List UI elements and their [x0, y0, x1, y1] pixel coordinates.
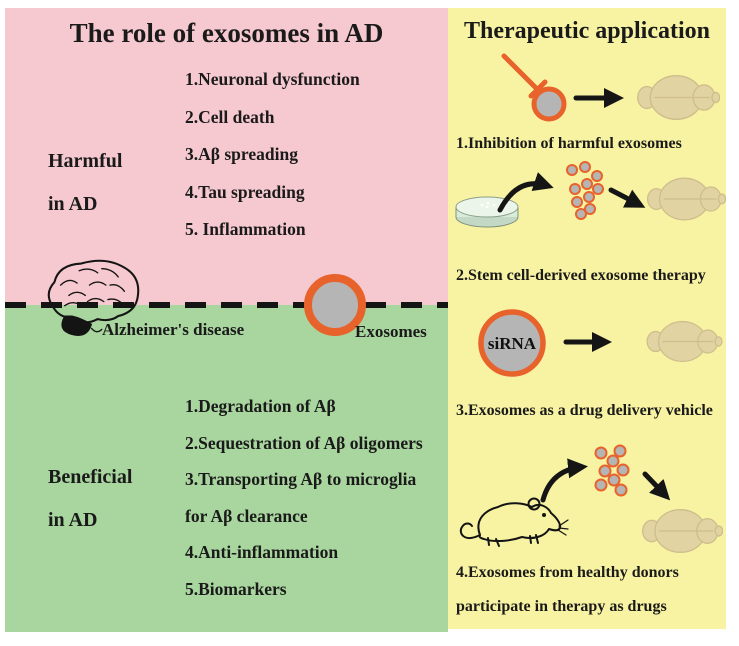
list-item: 1.Neuronal dysfunction: [185, 69, 360, 89]
therapeutic-artwork: siRNA: [455, 53, 726, 553]
therapy-item-4-label-line2: participate in therapy as drugs: [456, 598, 667, 615]
alzheimers-disease-caption: Alzheimer's disease: [102, 320, 245, 339]
harmful-label-line: Harmful: [48, 150, 123, 172]
brain-top-icon: [646, 320, 723, 363]
therapy-item-2-label: 2.Stem cell-derived exosome therapy: [456, 267, 706, 284]
harmful-label-line: in AD: [48, 193, 98, 215]
left-panel-title: The role of exosomes in AD: [69, 18, 384, 48]
beneficial-section-background: [5, 305, 448, 632]
brain-top-icon: [637, 75, 720, 120]
exosome-cluster-icon: [566, 161, 604, 220]
list-item: 2.Cell death: [185, 106, 275, 127]
harmful-in-ad-label: Harmful in AD: [48, 140, 122, 226]
role-of-exosomes-panel: The role of exosomes in AD Harmful in AD…: [5, 8, 448, 632]
exosome-icon: [304, 274, 366, 336]
list-item: 4.Tau spreading: [185, 181, 305, 202]
list-item: 5.Biomarkers: [185, 578, 287, 599]
inhibition-icon: [501, 53, 567, 122]
beneficial-label-line: Beneficial: [48, 466, 133, 488]
sirna-exosome-icon: siRNA: [478, 309, 546, 377]
brain-top-icon: [641, 509, 723, 553]
sirna-label: siRNA: [488, 334, 537, 353]
petri-dish-icon: [455, 196, 519, 228]
list-item: 4.Anti-inflammation: [185, 542, 339, 562]
therapeutic-application-panel: Therapeutic application: [448, 8, 726, 629]
beneficial-in-ad-label: Beneficial in AD: [48, 456, 132, 542]
brain-top-icon: [646, 177, 726, 221]
mouse-icon: [459, 497, 569, 547]
therapy-item-4-label-line1: 4.Exosomes from healthy donors: [456, 564, 679, 581]
arrow-icon: [608, 187, 646, 208]
arrow-icon: [642, 471, 671, 501]
list-item: 5. Inflammation: [185, 219, 306, 239]
curved-arrow-icon: [497, 172, 554, 213]
therapy-item-1-label: 1.Inhibition of harmful exosomes: [456, 135, 682, 152]
beneficial-effects-list: 1.Degradation of Aβ 2.Sequestration of A…: [185, 388, 423, 607]
beneficial-label-line: in AD: [48, 509, 98, 531]
right-panel-title: Therapeutic application: [463, 18, 710, 44]
harmful-section-background: [5, 8, 448, 305]
brain-side-icon: [47, 259, 140, 336]
list-item: 3.Aβ spreading: [185, 144, 298, 164]
exosomes-caption: Exosomes: [355, 322, 427, 341]
dashed-divider: [5, 302, 448, 308]
curved-arrow-icon: [540, 458, 588, 503]
exosome-cluster-icon: [594, 444, 630, 497]
list-item: 2.Sequestration of Aβ oligomers: [185, 432, 423, 453]
list-item: 1.Degradation of Aβ: [185, 396, 336, 416]
harmful-effects-list: 1.Neuronal dysfunction 2.Cell death 3.Aβ…: [185, 61, 360, 249]
list-item: 3.Transporting Aβ to microglia: [185, 469, 417, 489]
therapy-item-3-label: 3.Exosomes as a drug delivery vehicle: [456, 402, 713, 419]
list-item: for Aβ clearance: [185, 505, 308, 526]
